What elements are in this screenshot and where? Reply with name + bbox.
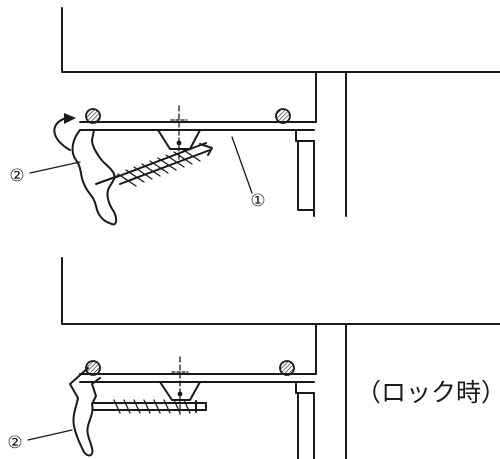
spring-assembly-bottom [93, 399, 207, 414]
rod-left-bottom [85, 360, 101, 376]
latch-hook-top [71, 129, 118, 226]
horizontal-plate-bottom [79, 373, 317, 394]
label-part-1-top: ① [250, 191, 265, 211]
vertical-post-bottom [297, 323, 347, 459]
leader-1-top [231, 136, 253, 194]
top-view: ② ① [9, 7, 500, 226]
leader-2-top [29, 161, 81, 174]
rotation-arrow-top [53, 117, 71, 151]
label-part-2-top: ② [9, 166, 24, 186]
label-part-2-bottom: ② [7, 433, 22, 453]
rod-left-top [85, 108, 101, 124]
vertical-post-top [297, 71, 347, 217]
locked-caption: （ロック時） [356, 378, 500, 407]
pivot-bracket-top [157, 105, 201, 163]
leader-2-bottom [27, 429, 73, 441]
cabinet-outline-bottom [61, 257, 500, 325]
horizontal-plate-top [79, 121, 317, 142]
arrowhead-top [64, 113, 76, 124]
cabinet-outline-top [61, 7, 500, 73]
latch-hook-bottom [69, 367, 101, 457]
rod-right-top [275, 108, 291, 124]
rod-right-bottom [279, 360, 295, 376]
pivot-bracket-bottom [159, 356, 201, 415]
bottom-view: ② （ロック時） [7, 257, 500, 459]
